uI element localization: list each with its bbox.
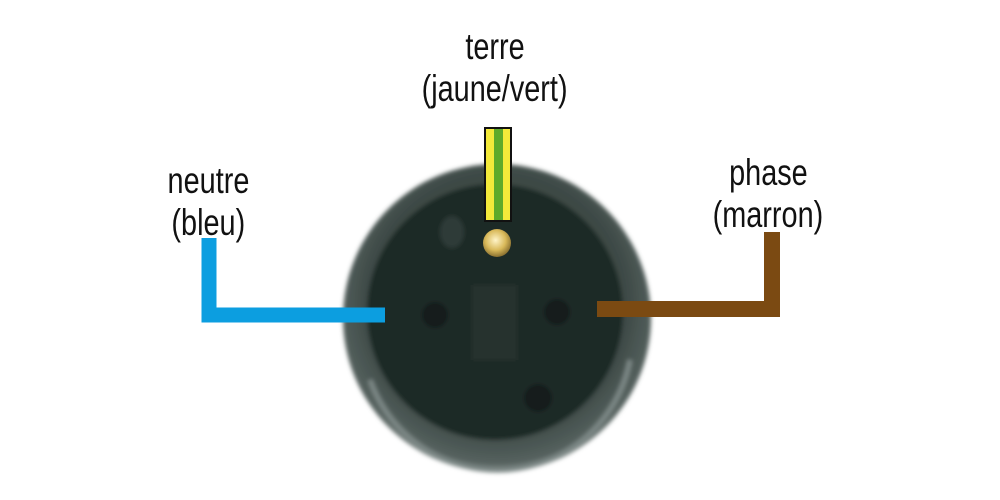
earth-wire <box>484 127 512 222</box>
earth-label: terre (jaune/vert) <box>365 26 625 110</box>
earth-label-name: terre <box>465 26 525 67</box>
phase-label-name: phase <box>728 152 808 193</box>
earth-pin <box>483 229 511 257</box>
phase-label-color: (marron) <box>712 194 824 235</box>
phase-label: phase (marron) <box>638 152 898 236</box>
phase-wire <box>597 232 780 317</box>
earth-label-color: (jaune/vert) <box>422 68 568 109</box>
neutral-label-name: neutre <box>167 160 249 201</box>
socket-body <box>343 164 651 473</box>
neutral-label: neutre (bleu) <box>78 160 338 244</box>
neutral-wire <box>201 238 385 323</box>
neutral-label-color: (bleu) <box>171 202 245 243</box>
